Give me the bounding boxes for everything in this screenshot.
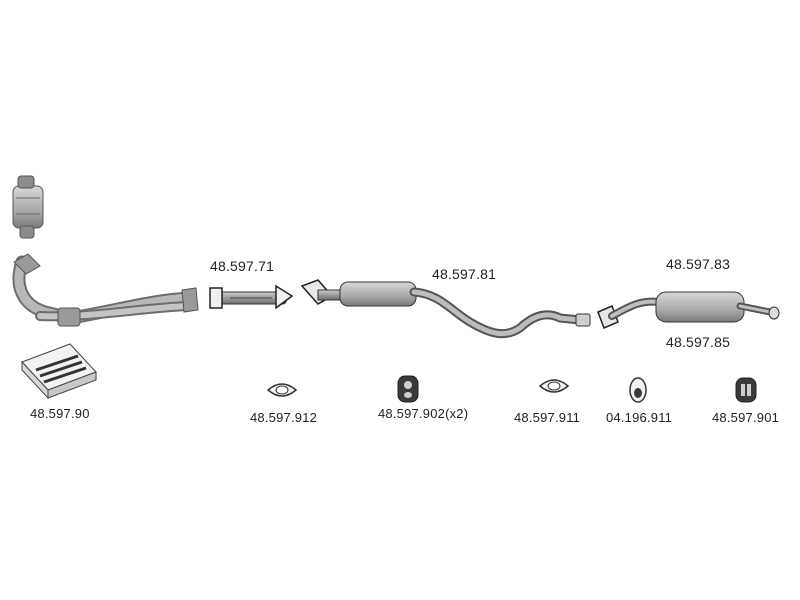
label-gasket-911: 48.597.911 (514, 410, 581, 425)
label-gasket-912: 48.597.912 (250, 410, 318, 425)
label-mounting-kit: 48.597.90 (30, 406, 90, 421)
middle-silencer-part (300, 279, 591, 339)
mounting-kit-part (21, 343, 97, 400)
label-front-pipe: 48.597.71 (210, 258, 275, 274)
catalytic-converter-part (12, 175, 44, 239)
gasket-911-part (538, 379, 570, 393)
label-middle-silencer: 48.597.81 (432, 266, 497, 282)
rear-silencer-part (597, 291, 780, 329)
rubber-mount-901-part (735, 377, 757, 403)
rubber-mount-902-part (397, 375, 419, 403)
label-rubber-mount-04: 04.196.911 (606, 410, 673, 425)
label-rubber-mount-902: 48.597.902(x2) (378, 406, 469, 421)
label-rear-silencer-alt: 48.597.85 (666, 334, 731, 350)
front-pipe-part (209, 284, 294, 310)
rubber-mount-04-part (629, 377, 647, 403)
label-rear-silencer: 48.597.83 (666, 256, 731, 272)
gasket-912-part (266, 383, 298, 397)
front-downpipe-part (12, 253, 199, 327)
label-rubber-mount-901: 48.597.901 (712, 410, 780, 425)
